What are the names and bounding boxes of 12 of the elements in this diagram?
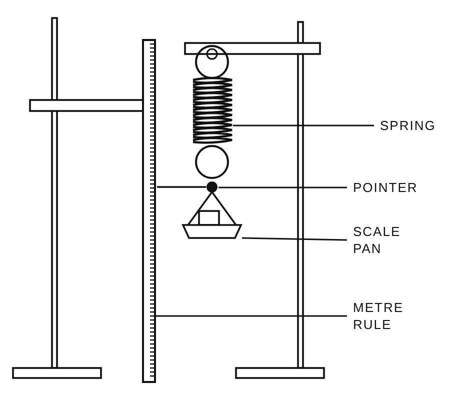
metre-rule-drawing: [142, 39, 156, 383]
part-label: METRE RULE: [353, 299, 404, 333]
part-label: SCALE PAN: [353, 223, 402, 257]
leader-line: [156, 315, 347, 317]
leader-line: [233, 124, 374, 126]
scale-pan-drawing: [182, 191, 242, 239]
leader-line: [218, 186, 347, 188]
leader-line: [242, 237, 348, 241]
spring-drawing: [192, 45, 234, 179]
part-label: POINTER: [353, 179, 419, 196]
part-label: SPRING: [380, 117, 437, 134]
pointer-drawing: [157, 182, 218, 192]
